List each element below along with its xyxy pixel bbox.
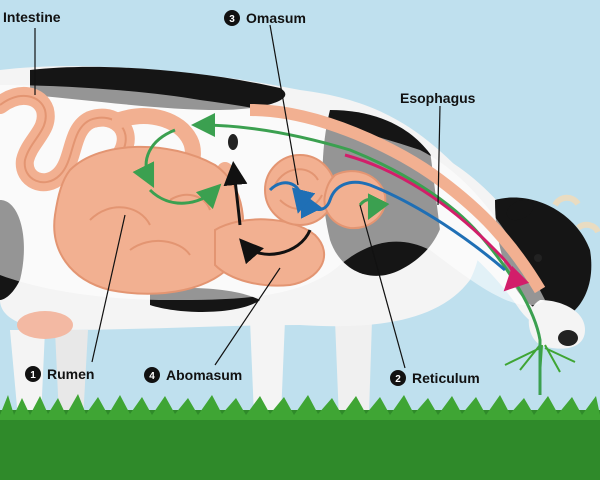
badge-number-omasum: 3: [229, 14, 235, 25]
badge-number-reticulum: 2: [395, 374, 401, 385]
horn: [552, 194, 581, 207]
label-abomasum-group: 4 Abomasum: [144, 367, 242, 383]
intestine-coil-edge: [0, 95, 127, 191]
label-esophagus: Esophagus: [400, 90, 476, 106]
green-arrow-reticulum: [358, 193, 390, 221]
blue-arrow-rechewed: [300, 180, 506, 272]
label-abomasum: Abomasum: [166, 367, 242, 383]
label-omasum: Omasum: [246, 10, 306, 26]
label-omasum-group: 3 Omasum: [224, 10, 306, 26]
leader-rumen: [91, 214, 126, 363]
horn: [576, 221, 600, 234]
leader-esophagus: [437, 105, 441, 206]
abomasum-organ: [214, 218, 326, 287]
label-rumen-group: 1 Rumen: [25, 366, 94, 382]
green-arrow-rumen-return: [148, 183, 222, 210]
black-arrow-abomasum: [239, 229, 312, 265]
green-arrow-ingestion: [191, 113, 542, 395]
label-reticulum: Reticulum: [412, 370, 480, 386]
udder: [17, 311, 73, 339]
grass: [0, 344, 600, 480]
badge-rumen: [25, 366, 41, 382]
leader-omasum: [269, 24, 299, 186]
rumen-organ: [53, 145, 245, 295]
badge-omasum: [224, 10, 240, 26]
badge-abomasum: [144, 367, 160, 383]
leader-abomasum: [214, 267, 281, 366]
blue-arrow-omasum: [268, 181, 316, 214]
reticulum-organ: [323, 170, 387, 230]
nose: [558, 330, 578, 346]
green-arrow-rumen-loop: [132, 128, 176, 189]
red-arrow-regurgitation: [344, 153, 530, 292]
label-reticulum-group: 2 Reticulum: [390, 370, 480, 386]
eye: [534, 254, 542, 262]
grass-blades: [0, 394, 600, 420]
black-arrow-to-intestine: [223, 161, 248, 226]
leader-reticulum: [359, 204, 406, 369]
pylorus: [228, 134, 238, 150]
ear: [506, 199, 534, 221]
label-intestine: Intestine: [3, 9, 61, 25]
badge-reticulum: [390, 370, 406, 386]
esophagus-tube: [249, 104, 546, 294]
label-rumen: Rumen: [47, 366, 94, 382]
badge-number-abomasum: 4: [149, 371, 155, 382]
grass-field: [0, 410, 600, 480]
badge-number-rumen: 1: [30, 370, 36, 381]
